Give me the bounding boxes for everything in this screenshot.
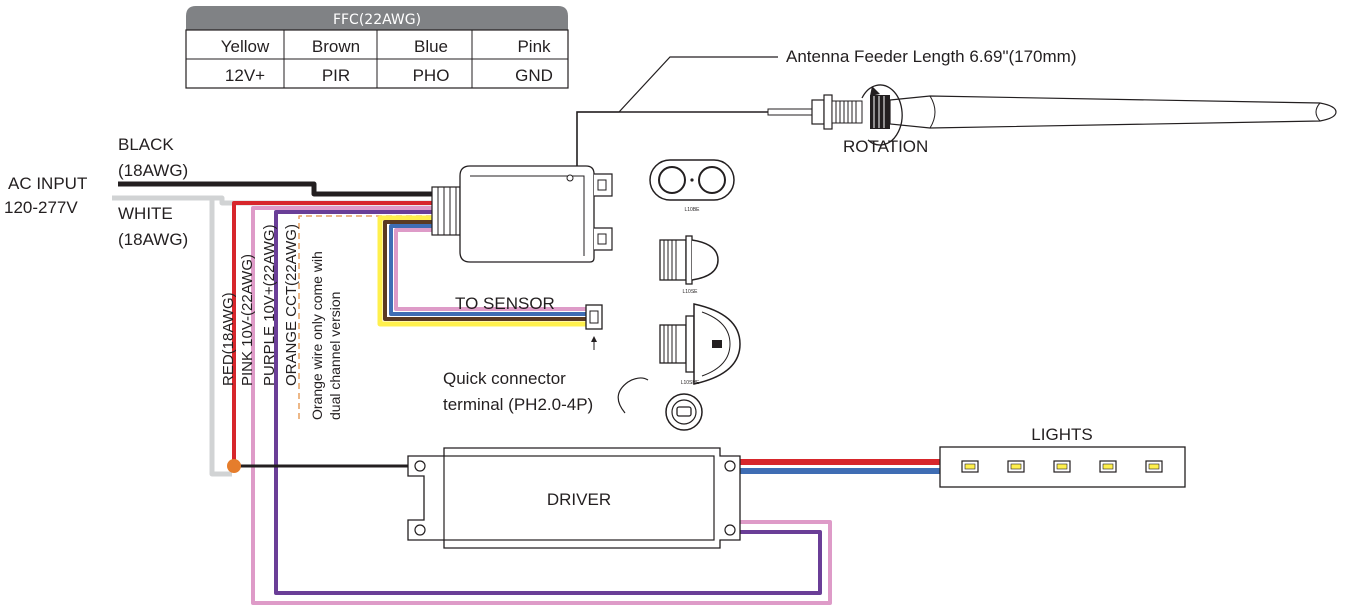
orange-note-line2: dual channel version — [327, 292, 343, 420]
led-icon — [961, 460, 979, 473]
purple-wire — [274, 210, 822, 595]
purple-wire-label: PURPLE 10V+(22AWG) — [261, 224, 278, 386]
ffc-color-cell: Blue — [414, 37, 448, 56]
light-strip — [939, 446, 1186, 488]
led-icon — [1007, 460, 1025, 473]
ac-input-label: AC INPUT — [8, 174, 87, 193]
ffc-signal-cell: GND — [515, 66, 553, 85]
ffc-table: FFC(22AWG) Yellow Brown Blue Pink 12V+ P… — [185, 6, 569, 89]
orange-wire-label: ORANGE CCT(22AWG) — [283, 224, 300, 386]
connector-callout-line — [617, 377, 649, 414]
ffc-color-cell: Pink — [517, 37, 551, 56]
blue-wire — [389, 224, 586, 316]
brown-wire — [383, 220, 586, 321]
sensor-model-label: L10SE — [682, 289, 698, 295]
antenna: Antenna Feeder Length 6.69"(170mm) ROTAT… — [576, 47, 1337, 166]
led-icon — [1053, 460, 1071, 473]
orange-note-line1: Orange wire only come wih — [309, 251, 325, 420]
black-label: BLACK — [118, 135, 174, 154]
sensor-round — [665, 393, 703, 431]
orange-wire — [298, 215, 442, 420]
pink-sensor-wire — [394, 228, 586, 311]
black-gauge: (18AWG) — [118, 161, 188, 180]
sensor-l10se: L10SE — [659, 235, 719, 295]
pink-wire-label: PINK 10V-(22AWG) — [239, 254, 256, 386]
rotation-arrow-icon — [861, 84, 903, 146]
wiring — [112, 181, 940, 605]
ffc-signal-cell: PIR — [322, 66, 350, 85]
quick-connector-line2: terminal (PH2.0-4P) — [443, 395, 593, 414]
controller-module — [431, 165, 613, 263]
ffc-signal-cell: PHO — [413, 66, 450, 85]
rotation-label: ROTATION — [843, 137, 928, 156]
white-label: WHITE — [118, 204, 173, 223]
quick-connector-line1: Quick connector — [443, 369, 566, 388]
sensor-model-label: L10SHE — [681, 380, 700, 386]
antenna-whip — [889, 95, 1337, 129]
driver-label: DRIVER — [547, 490, 611, 509]
red-wire — [232, 201, 442, 465]
driver-box — [407, 447, 741, 549]
led-icon — [1099, 460, 1117, 473]
ac-voltage: 120-277V — [4, 198, 78, 217]
antenna-feeder-cable — [576, 111, 770, 166]
ffc-signal-cell: 12V+ — [225, 66, 265, 85]
red-wire-label: RED(18AWG) — [220, 292, 237, 386]
ffc-color-cell: Yellow — [221, 37, 270, 56]
sensor-connector — [585, 304, 603, 350]
pink-wire — [251, 206, 832, 605]
sensor-l10she: L10SHE — [659, 303, 741, 386]
lights-label: LIGHTS — [1031, 425, 1092, 444]
antenna-feeder-label: Antenna Feeder Length 6.69"(170mm) — [786, 47, 1077, 66]
to-sensor-label: TO SENSOR — [455, 294, 555, 313]
ffc-table-title: FFC(22AWG) — [333, 12, 421, 28]
black-wire — [118, 181, 442, 197]
ffc-table-header — [186, 6, 568, 30]
sensor-l10be: L10BE — [649, 159, 735, 213]
led-icon — [1145, 460, 1163, 473]
ffc-color-cell: Brown — [312, 37, 360, 56]
junction-dot — [227, 459, 241, 473]
white-gauge: (18AWG) — [118, 230, 188, 249]
sensor-model-label: L10BE — [684, 207, 700, 213]
antenna-base — [870, 95, 890, 129]
yellow-wire — [377, 215, 586, 327]
